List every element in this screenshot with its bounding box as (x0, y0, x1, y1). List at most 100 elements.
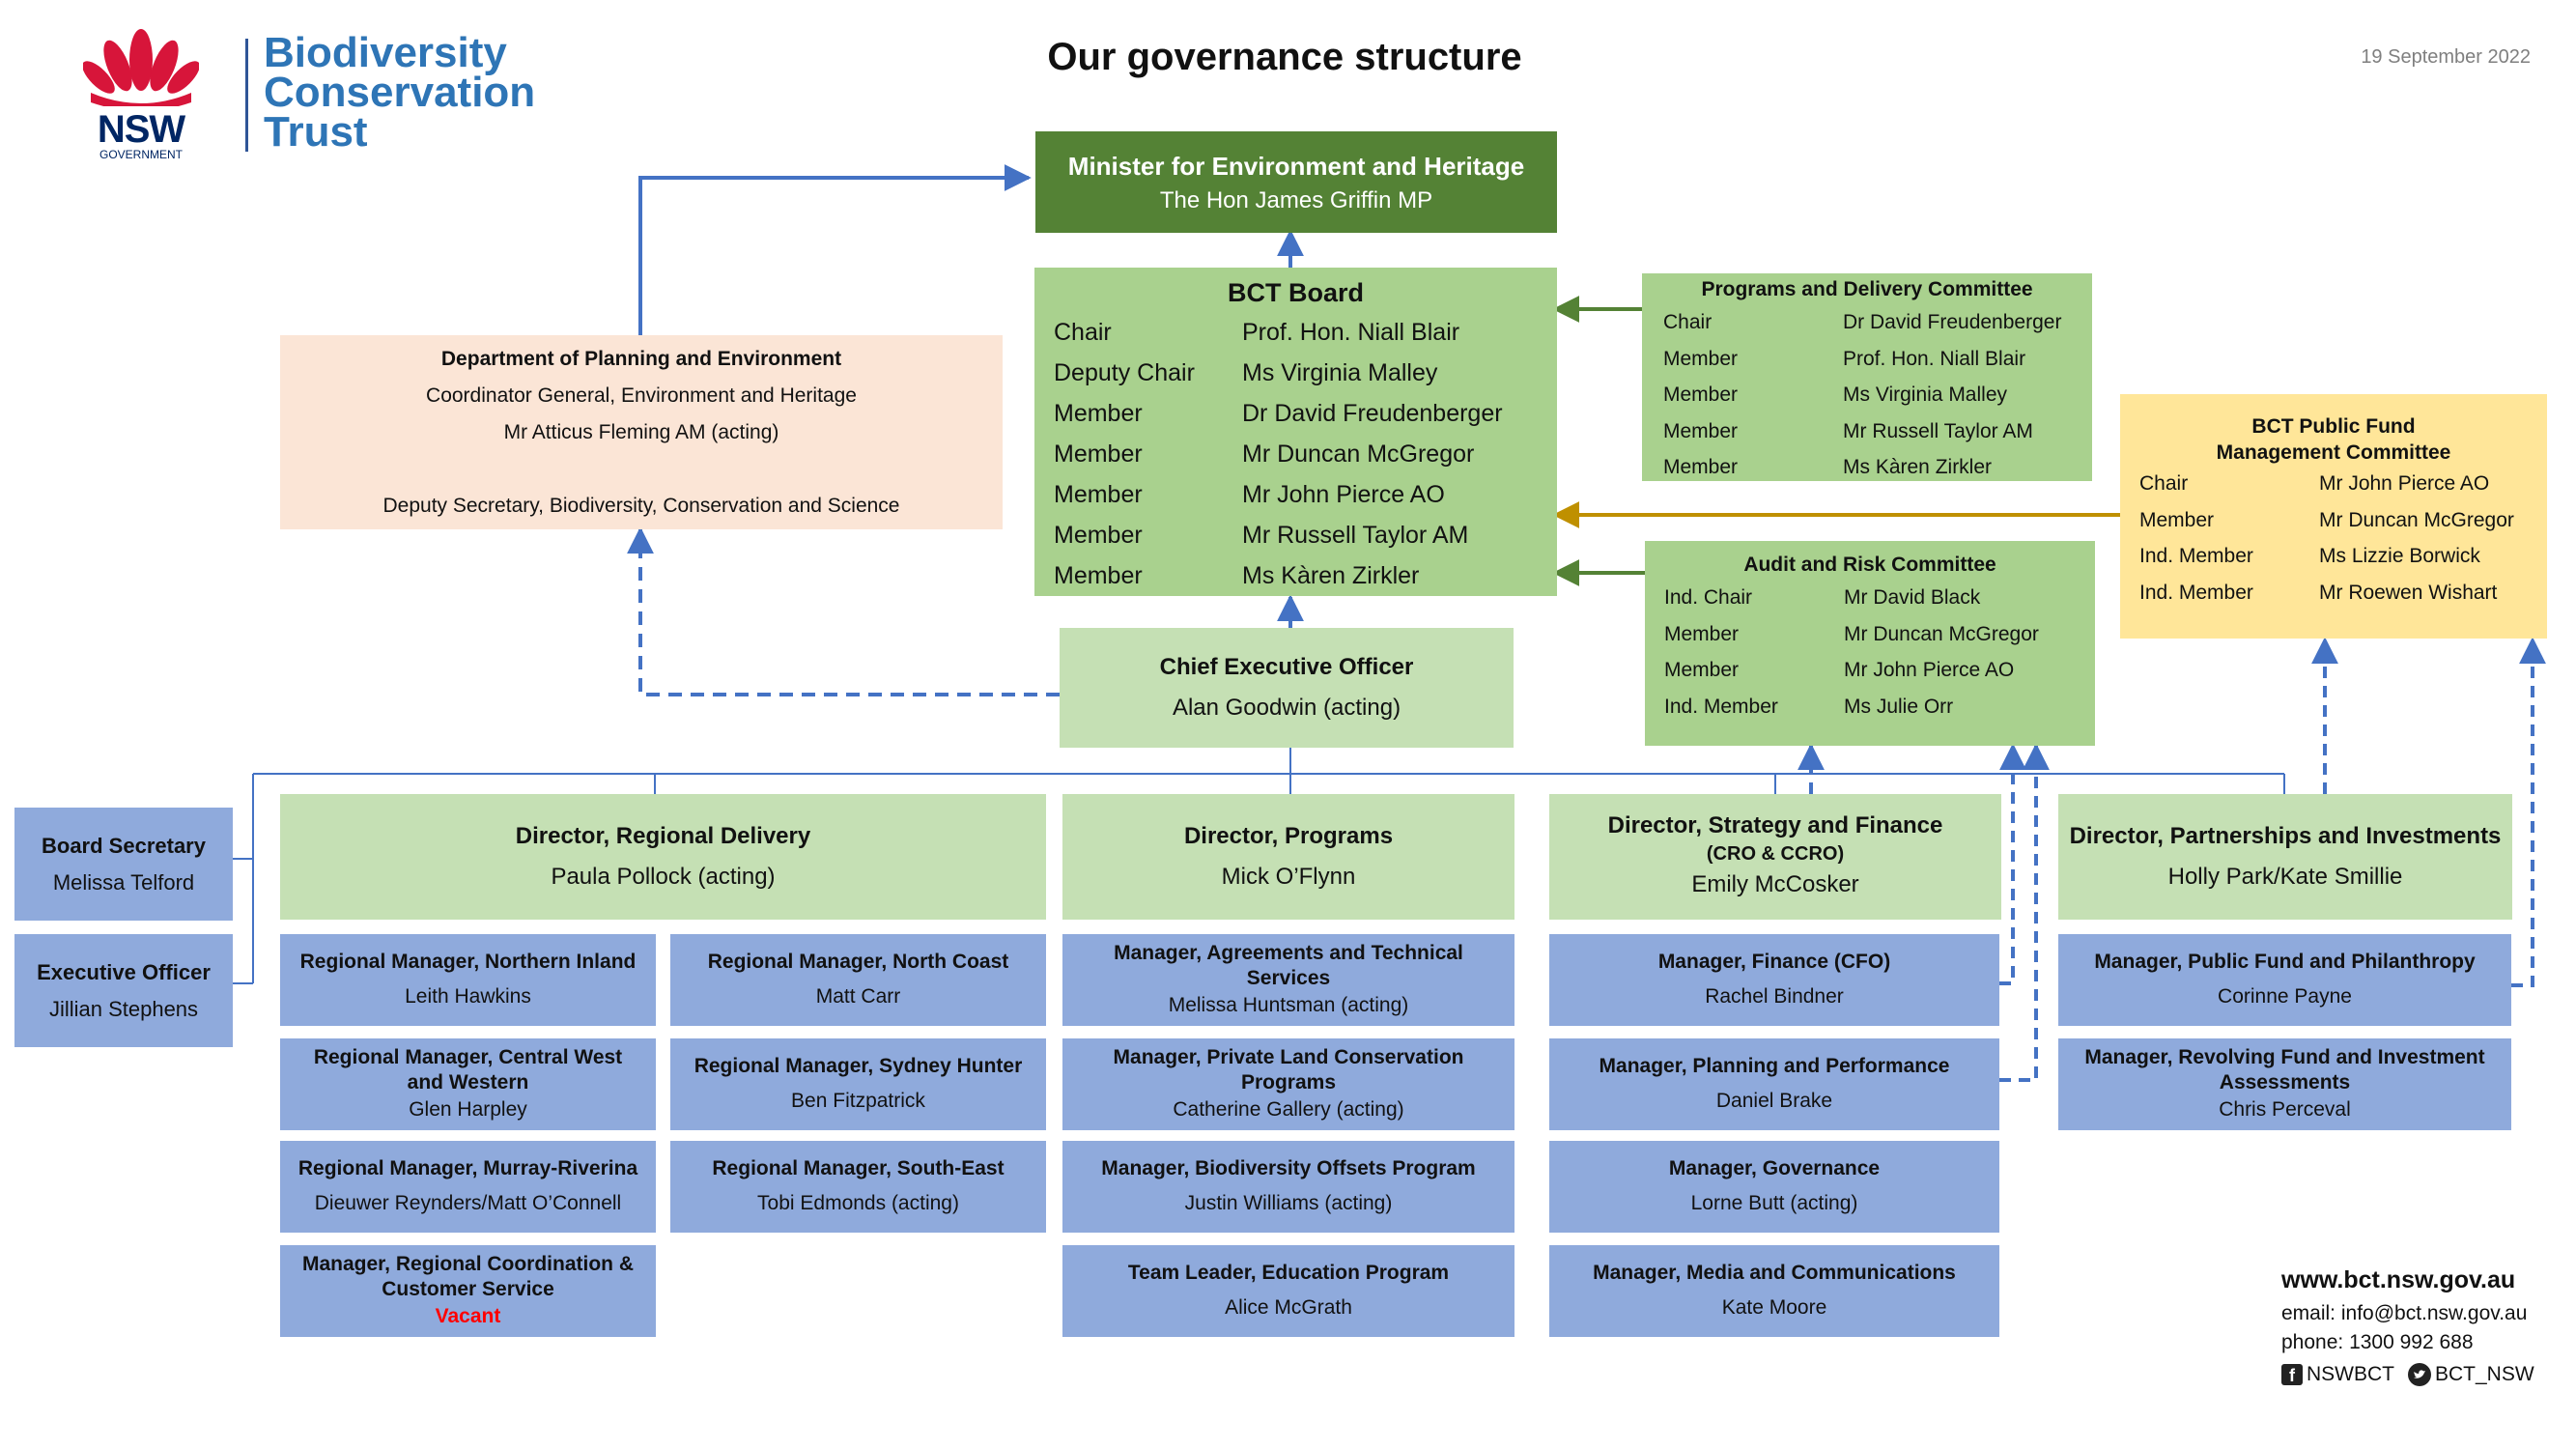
manager-title-line1: Manager, Revolving Fund and Investment (2084, 1045, 2485, 1068)
logo-divider (245, 39, 248, 152)
date-label: 19 September 2022 (2361, 46, 2531, 68)
board-box[interactable]: BCT Board Chair Prof. Hon. Niall Blair D… (1034, 268, 1557, 596)
committee-role: Chair (1663, 311, 1713, 333)
director-strategy-title: Director, Strategy and Finance (1607, 812, 1943, 838)
director-partnerships-title: Director, Partnerships and Investments (2069, 823, 2502, 849)
board-member-name: Prof. Hon. Niall Blair (1242, 319, 1460, 346)
manager-title-line1: Manager, Regional Coordination & (301, 1252, 635, 1275)
programs-committee-members: Chair Dr David Freudenberger Member Prof… (1642, 304, 2092, 486)
contact-block: www.bct.nsw.gov.au email: info@bct.nsw.g… (2281, 1261, 2562, 1390)
fund-committee-title-line1: BCT Public Fund (2251, 415, 2416, 438)
manager-title-line2: Services (1246, 966, 1331, 989)
facebook-handle[interactable]: NSWBCT (2307, 1363, 2394, 1385)
manager-regional-coord-box[interactable]: Manager, Regional Coordination & Custome… (280, 1245, 656, 1337)
committee-member-name: Mr David Black (1844, 586, 1981, 609)
committee-member-name: Mr John Pierce AO (1844, 659, 2015, 681)
director-regional-name: Paula Pollock (acting) (551, 864, 776, 890)
manager-name: Matt Carr (815, 984, 901, 1008)
board-member-name: Mr John Pierce AO (1242, 481, 1445, 508)
manager-title-line1: Manager, Agreements and Technical (1114, 941, 1463, 964)
committee-role: Ind. Member (1664, 695, 1778, 718)
page-title: Our governance structure (1047, 36, 1522, 78)
director-regional-box[interactable]: Director, Regional Delivery Paula Polloc… (280, 794, 1046, 920)
manager-title-line2: and Western (407, 1070, 529, 1094)
social-row: f NSWBCT BCT_NSW (2281, 1359, 2562, 1390)
director-strategy-box[interactable]: Director, Strategy and Finance (CRO & CC… (1549, 794, 2001, 920)
committee-member-name: Mr Duncan McGregor (1844, 622, 2039, 645)
manager-name: Glen Harpley (409, 1097, 527, 1121)
committee-member-name: Mr John Pierce AO (2319, 472, 2490, 495)
nsw-logo[interactable]: NSW GOVERNMENT (82, 27, 200, 161)
nsw-text: NSW (97, 108, 185, 151)
executive-officer-box[interactable]: Executive Officer Jillian Stephens (14, 934, 233, 1047)
board-secretary-box[interactable]: Board Secretary Melissa Telford (14, 808, 233, 921)
manager-name: Catherine Gallery (acting) (1173, 1097, 1404, 1121)
manager-north-coast-box[interactable]: Regional Manager, North Coast Matt Carr (670, 934, 1046, 1026)
director-programs-box[interactable]: Director, Programs Mick O’Flynn (1062, 794, 1514, 920)
ceo-name: Alan Goodwin (acting) (1172, 695, 1401, 721)
minister-box[interactable]: Minister for Environment and Heritage Th… (1035, 131, 1557, 233)
website-link[interactable]: www.bct.nsw.gov.au (2281, 1266, 2516, 1293)
manager-finance-box[interactable]: Manager, Finance (CFO) Rachel Bindner (1549, 934, 1999, 1026)
manager-name: Daniel Brake (1715, 1089, 1833, 1112)
manager-title-line2: Customer Service (382, 1277, 554, 1300)
board-members: Chair Prof. Hon. Niall Blair Deputy Chai… (1034, 312, 1557, 596)
manager-private-land-box[interactable]: Manager, Private Land Conservation Progr… (1062, 1038, 1514, 1130)
committee-role: Ind. Chair (1664, 586, 1753, 609)
programs-committee-title: Programs and Delivery Committee (1701, 278, 2033, 300)
committee-role: Member (1664, 622, 1740, 645)
board-member-name: Ms Kàren Zirkler (1242, 562, 1420, 589)
manager-title-line1: Regional Manager, Central West (313, 1045, 623, 1068)
manager-name: Ben Fitzpatrick (791, 1089, 925, 1112)
manager-title: Manager, Planning and Performance (1599, 1054, 1950, 1077)
director-strategy-subtitle: (CRO & CCRO) (1706, 843, 1845, 865)
committee-role: Member (1663, 456, 1739, 478)
manager-south-east-box[interactable]: Regional Manager, South-East Tobi Edmond… (670, 1141, 1046, 1233)
manager-northern-inland-box[interactable]: Regional Manager, Northern Inland Leith … (280, 934, 656, 1026)
manager-media-box[interactable]: Manager, Media and Communications Kate M… (1549, 1245, 1999, 1337)
manager-education-box[interactable]: Team Leader, Education Program Alice McG… (1062, 1245, 1514, 1337)
twitter-handle[interactable]: BCT_NSW (2435, 1363, 2534, 1385)
board-member-name: Dr David Freudenberger (1242, 400, 1503, 427)
fund-committee-box[interactable]: BCT Public Fund Management Committee Cha… (2120, 394, 2547, 639)
programs-committee-box[interactable]: Programs and Delivery Committee Chair Dr… (1642, 273, 2092, 481)
director-programs-name: Mick O’Flynn (1221, 864, 1356, 890)
manager-title-line2: Assessments (2219, 1070, 2351, 1094)
org-name: Biodiversity Conservation Trust (264, 29, 535, 154)
audit-committee-box[interactable]: Audit and Risk Committee Ind. Chair Mr D… (1645, 541, 2095, 746)
manager-sydney-hunter-box[interactable]: Regional Manager, Sydney Hunter Ben Fitz… (670, 1038, 1046, 1130)
committee-member-name: Mr Roewen Wishart (2319, 581, 2498, 604)
manager-agreements-box[interactable]: Manager, Agreements and Technical Servic… (1062, 934, 1514, 1026)
committee-member-name: Ms Julie Orr (1844, 695, 1954, 718)
board-role: Member (1054, 481, 1143, 508)
manager-central-west-box[interactable]: Regional Manager, Central West and Weste… (280, 1038, 656, 1130)
committee-role: Ind. Member (2139, 581, 2253, 604)
manager-revolving-fund-box[interactable]: Manager, Revolving Fund and Investment A… (2058, 1038, 2511, 1130)
manager-public-fund-box[interactable]: Manager, Public Fund and Philanthropy Co… (2058, 934, 2511, 1026)
twitter-icon[interactable] (2408, 1363, 2431, 1386)
committee-role: Chair (2139, 472, 2189, 495)
org-name-line1: Biodiversity (264, 29, 507, 76)
manager-name: Tobi Edmonds (acting) (757, 1191, 959, 1214)
manager-offsets-box[interactable]: Manager, Biodiversity Offsets Program Ju… (1062, 1141, 1514, 1233)
phone-text[interactable]: phone: 1300 992 688 (2281, 1331, 2474, 1353)
email-text[interactable]: email: info@bct.nsw.gov.au (2281, 1302, 2528, 1324)
manager-title: Regional Manager, Murray-Riverina (297, 1156, 638, 1179)
manager-planning-box[interactable]: Manager, Planning and Performance Daniel… (1549, 1038, 1999, 1130)
manager-title: Manager, Governance (1668, 1156, 1881, 1179)
board-role: Member (1054, 440, 1143, 468)
department-line1: Coordinator General, Environment and Her… (426, 384, 857, 407)
department-box[interactable]: Department of Planning and Environment C… (280, 335, 1003, 529)
manager-title: Manager, Finance (CFO) (1657, 950, 1891, 973)
director-partnerships-box[interactable]: Director, Partnerships and Investments H… (2058, 794, 2512, 920)
committee-member-name: Ms Virginia Malley (1843, 384, 2007, 406)
manager-murray-riverina-box[interactable]: Regional Manager, Murray-Riverina Dieuwe… (280, 1141, 656, 1233)
manager-title: Manager, Public Fund and Philanthropy (2094, 950, 2476, 973)
manager-governance-box[interactable]: Manager, Governance Lorne Butt (acting) (1549, 1141, 1999, 1233)
facebook-icon[interactable]: f (2281, 1364, 2303, 1385)
board-role: Deputy Chair (1054, 359, 1195, 386)
twitter-bird-glyph (2414, 1370, 2425, 1378)
manager-name: Justin Williams (acting) (1184, 1191, 1393, 1214)
ceo-box[interactable]: Chief Executive Officer Alan Goodwin (ac… (1060, 628, 1514, 748)
